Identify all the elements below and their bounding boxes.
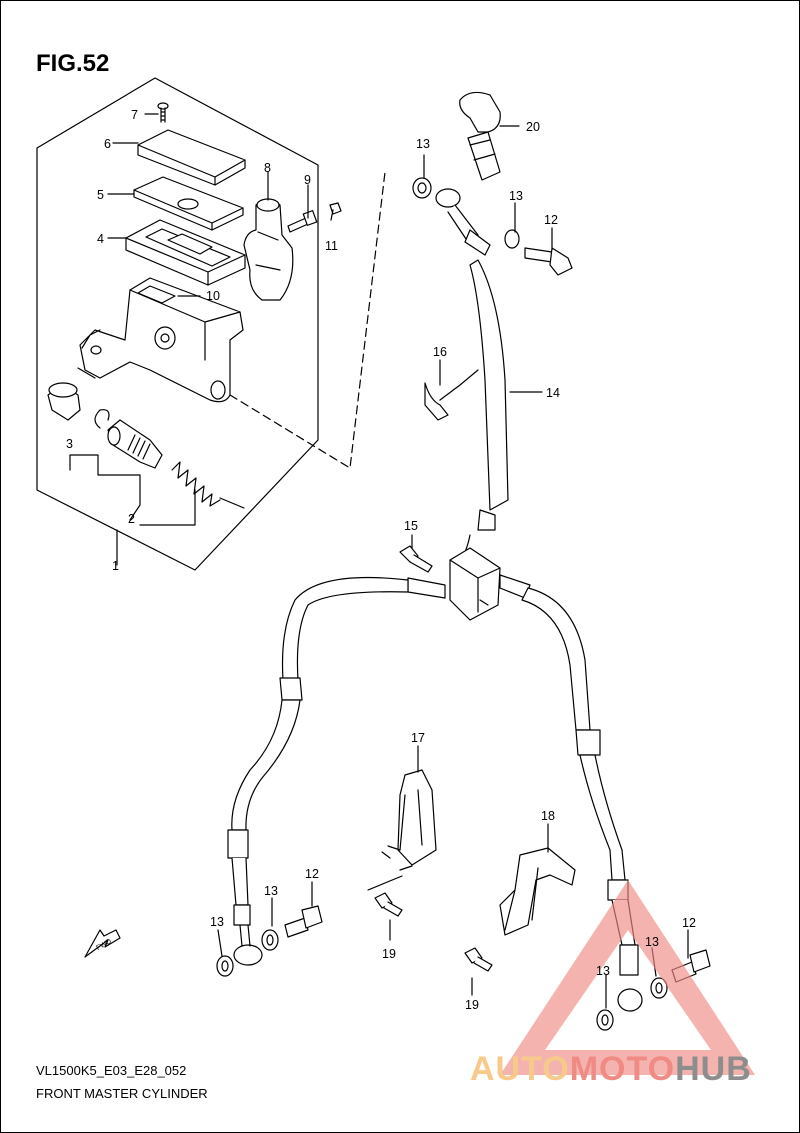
bracket-17 (381, 769, 437, 866)
boot-3 (47, 382, 81, 421)
washer-13-ll1 (216, 955, 234, 977)
nut-11 (329, 202, 342, 215)
washer-13-top (412, 177, 432, 199)
callout-16: 16 (433, 345, 447, 359)
washer-13-lr2 (650, 977, 668, 999)
callout-11: 11 (325, 239, 338, 253)
callout-7: 7 (131, 108, 138, 122)
callout-13-ll1: 13 (210, 915, 224, 929)
diagram-name: FRONT MASTER CYLINDER (36, 1086, 208, 1101)
callout-12-left: 12 (305, 867, 319, 881)
reservoir-cap-6 (137, 129, 246, 186)
clamp-16 (424, 369, 479, 421)
callout-10: 10 (206, 289, 220, 303)
hose-right (499, 574, 643, 1012)
callout-4: 4 (97, 232, 104, 246)
callout-13-ll2: 13 (264, 884, 278, 898)
callout-9: 9 (304, 173, 311, 187)
callout-12-right: 12 (682, 916, 696, 930)
washer-13-ll2 (261, 929, 279, 951)
callout-15: 15 (404, 519, 418, 533)
piston-2 (107, 419, 163, 469)
callout-19-lower: 19 (465, 998, 479, 1012)
watermark-part-3: HUB (675, 1050, 752, 1088)
watermark-text: AUTOMOTOHUB (470, 1050, 752, 1089)
callout-8: 8 (264, 161, 271, 175)
circlip (94, 409, 110, 429)
bolt-19-lower (464, 947, 493, 972)
watermark-part-1: AUTO (470, 1050, 570, 1088)
watermark-triangle-icon (500, 880, 755, 1075)
washer-13-right (504, 229, 520, 249)
spring (171, 461, 245, 509)
callout-17: 17 (411, 731, 425, 745)
three-way-joint (449, 547, 501, 621)
leader-dash (229, 171, 386, 469)
clamp-8 (243, 198, 294, 301)
callout-2: 2 (128, 512, 135, 526)
fwd-arrow-icon (84, 929, 121, 958)
screw-7 (157, 102, 169, 123)
callout-13-top: 13 (416, 137, 430, 151)
diaphragm-4 (125, 219, 246, 286)
diaphragm-plate-5 (133, 176, 244, 231)
callout-14: 14 (546, 386, 560, 400)
hose-left (227, 576, 446, 966)
figure-title: FIG.52 (36, 50, 110, 77)
union-bolt-12-top (524, 247, 573, 276)
callout-20: 20 (526, 120, 540, 134)
bleeder-cap-20 (459, 91, 501, 181)
assembly-frame (36, 77, 319, 571)
callout-13-lr2: 13 (645, 935, 659, 949)
bolt-9 (287, 210, 318, 233)
callout-3: 3 (66, 437, 73, 451)
bracket-18 (499, 847, 576, 936)
callout-1: 1 (112, 559, 119, 573)
master-cylinder-body (77, 277, 244, 403)
diagram-code: VL1500K5_E03_E28_052 (36, 1063, 187, 1078)
washer-13-lr1 (596, 1009, 614, 1031)
callout-13-lr1: 13 (596, 964, 610, 978)
callout-18: 18 (541, 809, 555, 823)
callout-13-right: 13 (509, 189, 523, 203)
watermark-part-2: MOTO (569, 1050, 676, 1088)
bolt-15 (399, 545, 433, 573)
hose-14 (435, 188, 509, 553)
callout-6: 6 (104, 137, 111, 151)
callout-19-upper: 19 (382, 947, 396, 961)
bolt-19-upper (374, 892, 403, 917)
callout-12-top: 12 (544, 213, 558, 227)
union-bolt-12-left (284, 905, 323, 938)
callout-5: 5 (97, 188, 104, 202)
